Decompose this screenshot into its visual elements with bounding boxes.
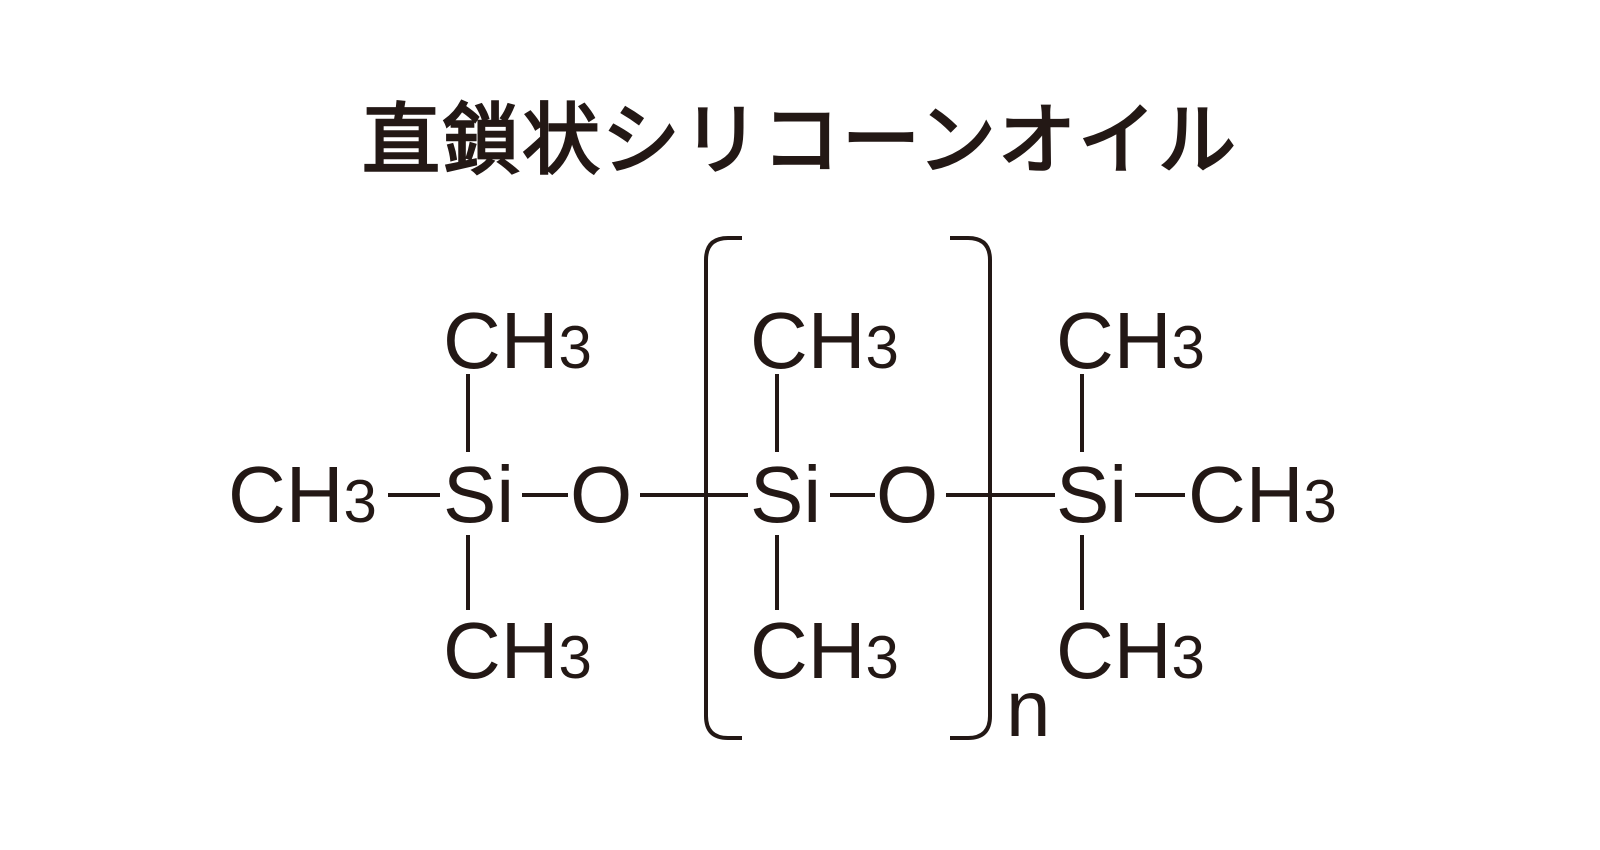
methyl-left-end: CH3 [228,450,377,539]
repeat-unit-label: n [1006,664,1051,753]
methyl-bottom-2: CH3 [750,606,899,695]
oxygen-1: O [570,450,632,539]
methyl-top-3: CH3 [1056,296,1205,385]
oxygen-2: O [876,450,938,539]
diagram-title: 直鎖状シリコーンオイル [361,95,1239,186]
left-bracket [704,236,742,740]
silicon-1: Si [443,450,514,539]
right-bracket [950,236,992,740]
methyl-bottom-1: CH3 [443,606,592,695]
methyl-bottom-3: CH3 [1056,606,1205,695]
silicon-2: Si [750,450,821,539]
silicon-3: Si [1056,450,1127,539]
methyl-top-2: CH3 [750,296,899,385]
bonds [388,374,1185,610]
methyl-top-1: CH3 [443,296,592,385]
methyl-right-end: CH3 [1188,450,1337,539]
